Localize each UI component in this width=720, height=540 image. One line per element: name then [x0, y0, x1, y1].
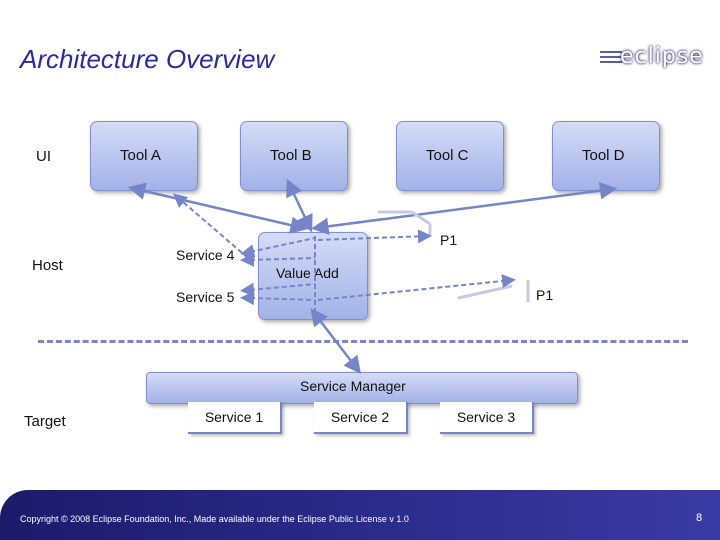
page-number: 8	[696, 512, 703, 524]
service-3-tab[interactable]: Service 3	[440, 402, 534, 434]
connector-tool-b	[286, 178, 313, 233]
slide-title: Architecture Overview	[20, 44, 275, 74]
service-4-label: Service 4	[176, 247, 235, 263]
row-label-host: Host	[32, 257, 63, 274]
value-add-label: Value Add	[276, 265, 339, 281]
connector-tool-a	[127, 182, 308, 234]
p1-lower-label: P1	[536, 287, 554, 303]
dashed-service4-value-add-2	[240, 252, 316, 267]
tool-c-box[interactable]	[396, 121, 504, 191]
dashed-service5-value-add-2	[240, 291, 316, 306]
tool-d-label: Tool D	[582, 147, 625, 164]
logo-line	[600, 51, 622, 53]
dashed-service4-tool-a	[172, 193, 249, 259]
service-2-tab[interactable]: Service 2	[314, 402, 408, 434]
dashed-service4-value-add-1	[240, 237, 316, 259]
logo-line	[600, 56, 622, 58]
tool-b-label: Tool B	[270, 147, 312, 164]
service-5-label: Service 5	[176, 289, 235, 305]
connector-service-manager	[310, 308, 362, 374]
p1-upper-label: P1	[440, 232, 458, 248]
host-target-separator	[38, 340, 688, 343]
dashed-value-add-p1-lower	[317, 274, 516, 301]
tool-a-box[interactable]	[90, 121, 198, 191]
eclipse-logo: eclipse	[600, 38, 704, 78]
footer-bar: Copyright © 2008 Eclipse Foundation, Inc…	[0, 490, 720, 540]
logo-text: eclipse	[620, 44, 704, 69]
logo-line	[600, 61, 622, 63]
p1-plug-upper-stem	[411, 210, 431, 226]
dashed-service5-value-add-1	[240, 282, 316, 297]
p1-plug-lower	[457, 284, 513, 300]
row-label-target: Target	[24, 413, 66, 430]
footer-copyright: Copyright © 2008 Eclipse Foundation, Inc…	[20, 514, 409, 524]
tool-c-label: Tool C	[426, 147, 469, 164]
tool-d-box[interactable]	[552, 121, 660, 191]
dashed-value-add-p1-upper	[317, 229, 432, 244]
row-label-ui: UI	[36, 148, 51, 165]
service-manager-label: Service Manager	[300, 378, 406, 394]
tool-a-label: Tool A	[120, 147, 161, 164]
service-1-tab[interactable]: Service 1	[188, 402, 282, 434]
connector-tool-d	[311, 181, 618, 236]
